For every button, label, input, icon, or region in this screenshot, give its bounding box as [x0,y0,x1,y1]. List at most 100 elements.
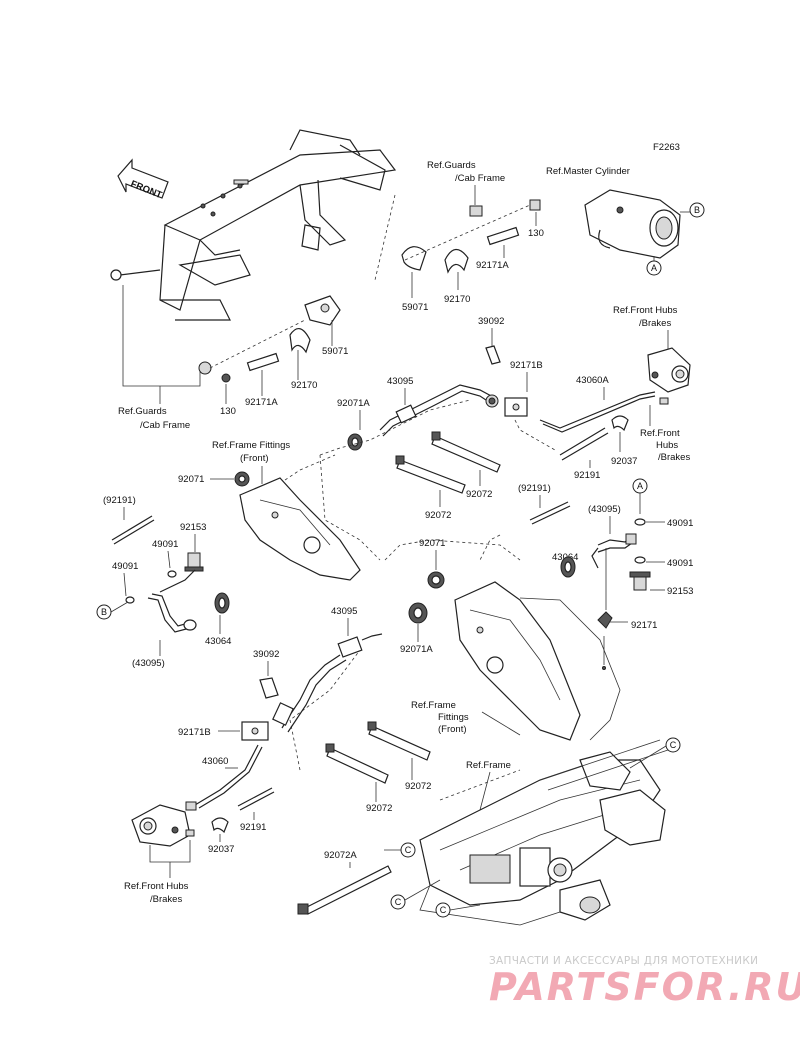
label-92072a: 92072A [324,850,357,861]
callout-b-top: B [689,202,705,218]
ref-frame-fittings-left-2: (Front) [240,453,269,464]
ref-frame-label: Ref.Frame [466,760,511,771]
clip-92037-top [611,415,629,432]
ref-frame-fittings-left: Ref.Frame Fittings [212,440,290,451]
label-43095-paren-left: (43095) [132,658,165,669]
label-92071a-mid: 92071A [400,644,433,655]
callout-a-top: A [646,260,662,276]
washer-49091-right-a [634,518,646,526]
ref-frame-fittings-right-3: (Front) [438,724,467,735]
grommet-43064-right [560,556,576,578]
label-92071-left: 92071 [178,474,204,485]
ref-front-hubs-mid-1: Ref.Front [640,428,680,439]
label-92171a-left: 92171A [245,397,278,408]
label-92072-b: 92072 [425,510,451,521]
callout-b-left: B [96,604,112,620]
label-92171-right: 92171 [631,620,657,631]
clip-92037-lower [211,817,229,834]
cab-frame-guard [110,129,397,321]
ref-front-hubs-mid-3: /Brakes [658,452,690,463]
label-130-left: 130 [220,406,236,417]
clip-92171-right [597,611,613,629]
label-49091-right-b: 49091 [667,558,693,569]
ref-front-hubs-top-label-2: /Brakes [639,318,671,329]
grommet-92071-left [234,471,250,487]
ref-front-hubs-low-2: /Brakes [150,894,182,905]
cable-tie-92072a [297,865,392,915]
clip-39092-mid [259,677,279,699]
grommet-92071a-mid [408,602,428,624]
label-43064-left: 43064 [205,636,231,647]
label-92037-mid: 92037 [611,456,637,467]
watermark-logo: PARTSFOR.RU [489,965,800,1009]
svg-text:C: C [405,845,412,855]
label-49091-left-a: 49091 [152,539,178,550]
label-92153-right: 92153 [667,586,693,597]
label-92191-low: 92191 [240,822,266,833]
fitting-43060a-end [659,397,669,405]
label-92037-low: 92037 [208,844,234,855]
label-39092-top: 39092 [478,316,504,327]
main-frame [419,739,669,926]
watermark-tagline: ЗАПЧАСТИ И АКСЕССУАРЫ ДЛЯ МОТОТЕХНИКИ [489,955,758,967]
master-cylinder [584,189,690,259]
svg-text:A: A [651,263,657,273]
label-92171b-top: 92171B [510,360,543,371]
top-bracket-group [374,194,541,281]
brake-hose-mid [272,633,383,733]
brake-hose-right [591,533,637,569]
label-92072-d: 92072 [366,803,392,814]
callout-c-low2: C [435,902,451,918]
brake-hose-left [147,569,197,633]
label-92171b-left: 92171B [178,727,211,738]
label-43095-mid: 43095 [331,606,357,617]
svg-text:C: C [395,897,402,907]
label-39092-mid: 39092 [253,649,279,660]
callout-c-low1: C [390,894,406,910]
label-59071-top: 59071 [402,302,428,313]
svg-text:C: C [670,740,677,750]
label-43095-paren-right: (43095) [588,504,621,515]
label-49091-right-a: 49091 [667,518,693,529]
clip-92171b-left [241,721,269,741]
label-92153-left: 92153 [180,522,206,533]
pipe-92191-low [237,787,275,811]
frame-fitting-right [454,581,621,741]
label-43095-top: 43095 [387,376,413,387]
caliper-lower [131,804,195,847]
grommet-43064-left [214,592,230,614]
cable-tie-92072-lower [325,721,431,784]
label-92072-a: 92072 [466,489,492,500]
label-92072-c: 92072 [405,781,431,792]
brake-line-43060 [185,744,263,811]
svg-text:C: C [440,905,447,915]
ref-guards-top-label: Ref.Guards [427,160,476,171]
ref-front-hubs-top-label: Ref.Front Hubs [613,305,678,316]
washer-49091-right-b [634,556,646,564]
frame-fitting-left [239,477,361,581]
label-92170-left: 92170 [291,380,317,391]
label-43060: 43060 [202,756,228,767]
bolt-92153-right [629,571,651,591]
label-92170-top: 92170 [444,294,470,305]
figure-code: F2263 [653,142,680,153]
callout-c-top: C [665,737,681,753]
front-arrow: FRONT [117,158,169,201]
label-130-top: 130 [528,228,544,239]
label-92071-right: 92071 [419,538,445,549]
callout-a-right: A [632,478,648,494]
ref-guards-top-label-2: /Cab Frame [455,173,505,184]
ref-guards-left-label: Ref.Guards [118,406,167,417]
label-92191-paren-left: (92191) [103,495,136,506]
label-49091-left-b: 49091 [112,561,138,572]
ref-master-cylinder-label: Ref.Master Cylinder [546,166,630,177]
svg-text:B: B [101,607,107,617]
label-92171a-top: 92171A [476,260,509,271]
ref-frame-fittings-right-1: Ref.Frame [411,700,456,711]
left-bracket-group [198,295,341,383]
ref-frame-fittings-right-2: Fittings [438,712,469,723]
cable-tie-92072-top [395,431,501,494]
ref-front-hubs-mid-2: Hubs [656,440,678,451]
